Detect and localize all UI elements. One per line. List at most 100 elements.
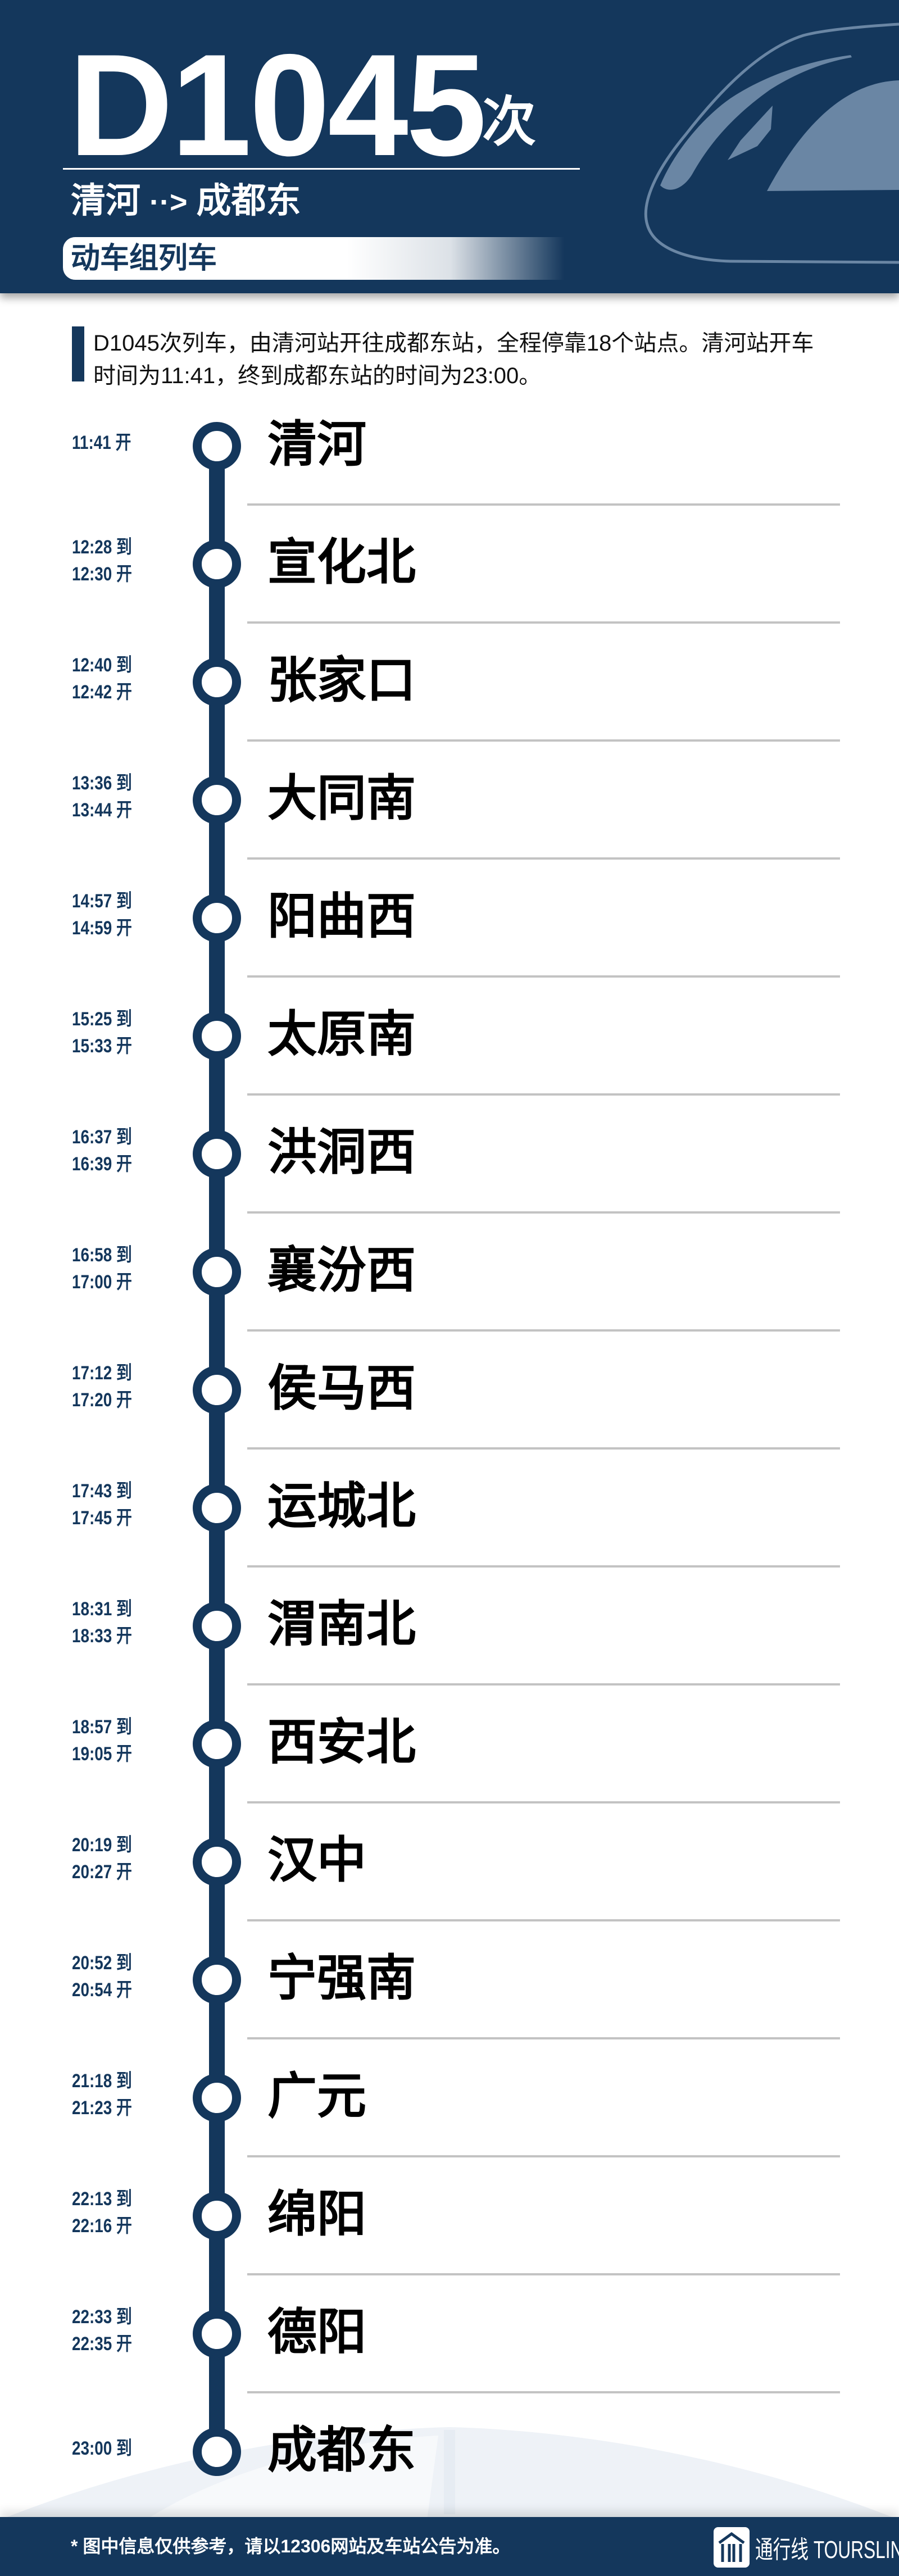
station-marker-icon bbox=[193, 2428, 241, 2476]
destination-station: 成都东 bbox=[196, 181, 301, 220]
station-divider bbox=[247, 2155, 840, 2157]
station-times: 14:57 到 14:59 开 bbox=[72, 888, 164, 942]
station-row: 11:41 开清河 bbox=[0, 416, 899, 475]
station-name: 运城北 bbox=[267, 1478, 416, 1534]
station-time: 11:41 开 bbox=[72, 432, 131, 453]
origin-station: 清河 bbox=[71, 181, 141, 220]
station-time: 22:35 开 bbox=[72, 2333, 132, 2355]
logo-text: 通行线 TOURSLINE bbox=[755, 2536, 899, 2564]
station-divider bbox=[247, 1919, 840, 1921]
station-time: 20:19 到 bbox=[72, 1834, 132, 1856]
header-banner: D1045 次 清河··>成都东 动车组列车 bbox=[0, 0, 899, 293]
station-time: 18:31 到 bbox=[72, 1598, 132, 1620]
station-time: 19:05 开 bbox=[72, 1743, 132, 1765]
station-marker-icon bbox=[193, 540, 241, 588]
station-time: 14:57 到 bbox=[72, 891, 132, 912]
station-time: 16:58 到 bbox=[72, 1244, 132, 1266]
station-marker-icon bbox=[193, 1248, 241, 1296]
station-divider bbox=[247, 2037, 840, 2039]
train-type-label: 动车组列车 bbox=[71, 242, 217, 275]
station-name: 西安北 bbox=[267, 1714, 416, 1770]
station-divider bbox=[247, 1329, 840, 1332]
station-name: 太原南 bbox=[267, 1006, 416, 1062]
toursline-logo: 通行线 TOURSLINE bbox=[714, 2527, 899, 2568]
station-time: 16:39 开 bbox=[72, 1153, 132, 1175]
station-marker-icon bbox=[193, 2192, 241, 2240]
station-marker-icon bbox=[193, 894, 241, 942]
station-marker-icon bbox=[193, 1484, 241, 1532]
station-name: 德阳 bbox=[267, 2304, 367, 2360]
train-number-suffix: 次 bbox=[482, 92, 536, 152]
station-marker-icon bbox=[193, 776, 241, 824]
station-time: 20:52 到 bbox=[72, 1952, 132, 1974]
footer: * 图中信息仅供参考，请以12306网站及车站公告为准。 通行线 TOURSLI… bbox=[0, 2517, 899, 2576]
station-name: 宁强南 bbox=[267, 1950, 416, 2006]
station-name: 洪洞西 bbox=[267, 1124, 416, 1180]
intro-accent-bar bbox=[72, 326, 84, 381]
station-marker-icon bbox=[193, 658, 241, 706]
station-time: 12:28 到 bbox=[72, 537, 132, 558]
station-time: 21:23 开 bbox=[72, 2097, 132, 2119]
station-time: 14:59 开 bbox=[72, 917, 132, 939]
station-divider bbox=[247, 975, 840, 978]
disclaimer-note: * 图中信息仅供参考，请以12306网站及车站公告为准。 bbox=[71, 2536, 511, 2556]
station-divider bbox=[247, 503, 840, 506]
station-divider bbox=[247, 739, 840, 742]
station-row: 23:00 到成都东 bbox=[0, 2422, 899, 2480]
station-divider bbox=[247, 1565, 840, 1568]
station-times: 18:31 到 18:33 开 bbox=[72, 1596, 164, 1650]
station-time: 12:40 到 bbox=[72, 655, 132, 676]
station-times: 20:19 到 20:27 开 bbox=[72, 1832, 164, 1886]
station-time: 23:00 到 bbox=[72, 2438, 132, 2459]
station-divider bbox=[247, 1211, 840, 1214]
station-marker-icon bbox=[193, 2310, 241, 2358]
station-name: 渭南北 bbox=[267, 1596, 416, 1652]
station-time: 17:12 到 bbox=[72, 1362, 132, 1384]
station-row: 18:31 到 18:33 开 渭南北 bbox=[0, 1596, 899, 1655]
station-marker-icon bbox=[193, 1366, 241, 1414]
station-time: 20:54 开 bbox=[72, 1979, 132, 2001]
station-time: 15:33 开 bbox=[72, 1035, 132, 1057]
train-illustration bbox=[644, 22, 899, 264]
route-line bbox=[209, 443, 225, 2448]
station-time: 20:27 开 bbox=[72, 1861, 132, 1883]
station-divider bbox=[247, 621, 840, 624]
station-time: 16:37 到 bbox=[72, 1126, 132, 1148]
station-time: 15:25 到 bbox=[72, 1008, 132, 1030]
station-name: 襄汾西 bbox=[267, 1242, 416, 1298]
station-time: 18:33 开 bbox=[72, 1625, 132, 1647]
station-time: 22:13 到 bbox=[72, 2188, 132, 2210]
station-times: 16:37 到 16:39 开 bbox=[72, 1124, 164, 1178]
route-arrow-icon: ··> bbox=[149, 185, 188, 219]
station-times: 15:25 到 15:33 开 bbox=[72, 1006, 164, 1060]
station-times: 11:41 开 bbox=[72, 429, 164, 456]
station-marker-icon bbox=[193, 1012, 241, 1060]
station-time: 13:44 开 bbox=[72, 799, 132, 821]
station-times: 20:52 到 20:54 开 bbox=[72, 1950, 164, 2003]
station-divider bbox=[247, 1447, 840, 1450]
route-summary: 清河··>成都东 bbox=[71, 181, 301, 222]
station-time: 17:45 开 bbox=[72, 1507, 132, 1529]
road-background-icon bbox=[0, 2427, 899, 2520]
station-time: 17:20 开 bbox=[72, 1389, 132, 1411]
station-marker-icon bbox=[193, 2074, 241, 2122]
station-times: 23:00 到 bbox=[72, 2435, 164, 2462]
